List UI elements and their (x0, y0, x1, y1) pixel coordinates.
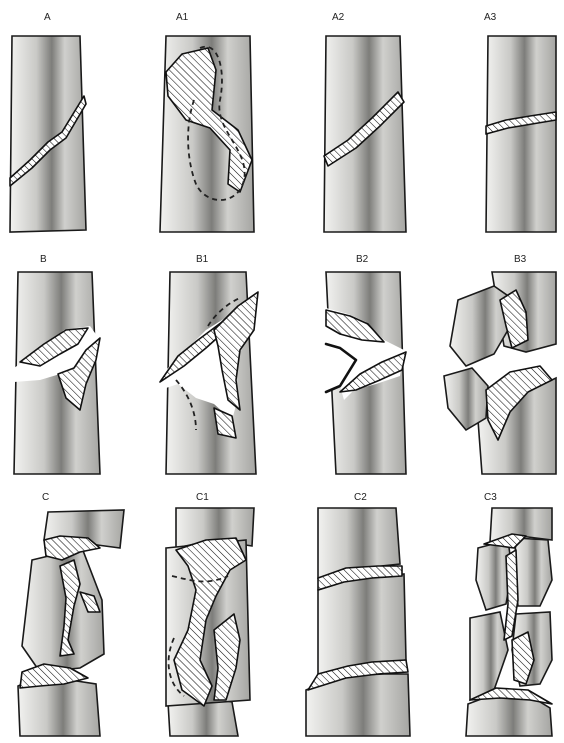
panel-C2: C2 (306, 492, 410, 736)
panel-B1: B1 (160, 254, 258, 474)
panel-B2: B2 (326, 254, 406, 474)
panel-label-B: B (40, 254, 47, 265)
panel-label-A2: A2 (332, 12, 345, 23)
panel-label-C3: C3 (484, 492, 497, 503)
panel-label-B3: B3 (514, 254, 527, 265)
panel-C: C (18, 492, 124, 736)
panel-label-A: A (44, 12, 51, 23)
panel-label-A3: A3 (484, 12, 497, 23)
bone-segment (318, 574, 406, 674)
panel-label-C: C (42, 492, 49, 503)
panel-B: B (14, 254, 100, 474)
panel-label-B2: B2 (356, 254, 369, 265)
comminuted-fragment (514, 538, 552, 606)
comminuted-fragment (444, 368, 488, 430)
panel-label-C1: C1 (196, 492, 209, 503)
bone-shaft (486, 36, 556, 232)
panel-label-A1: A1 (176, 12, 189, 23)
panel-C1: C1 (166, 492, 254, 736)
panel-label-C2: C2 (354, 492, 367, 503)
bone-shaft (10, 36, 86, 232)
comminuted-fragment (470, 612, 508, 700)
panel-A2: A2 (324, 12, 406, 232)
panel-label-B1: B1 (196, 254, 209, 265)
panel-C3: C3 (466, 492, 552, 736)
panel-A3: A3 (484, 12, 556, 232)
panel-B3: B3 (444, 254, 556, 474)
panel-A: A (10, 12, 86, 232)
panel-A1: A1 (160, 12, 254, 232)
